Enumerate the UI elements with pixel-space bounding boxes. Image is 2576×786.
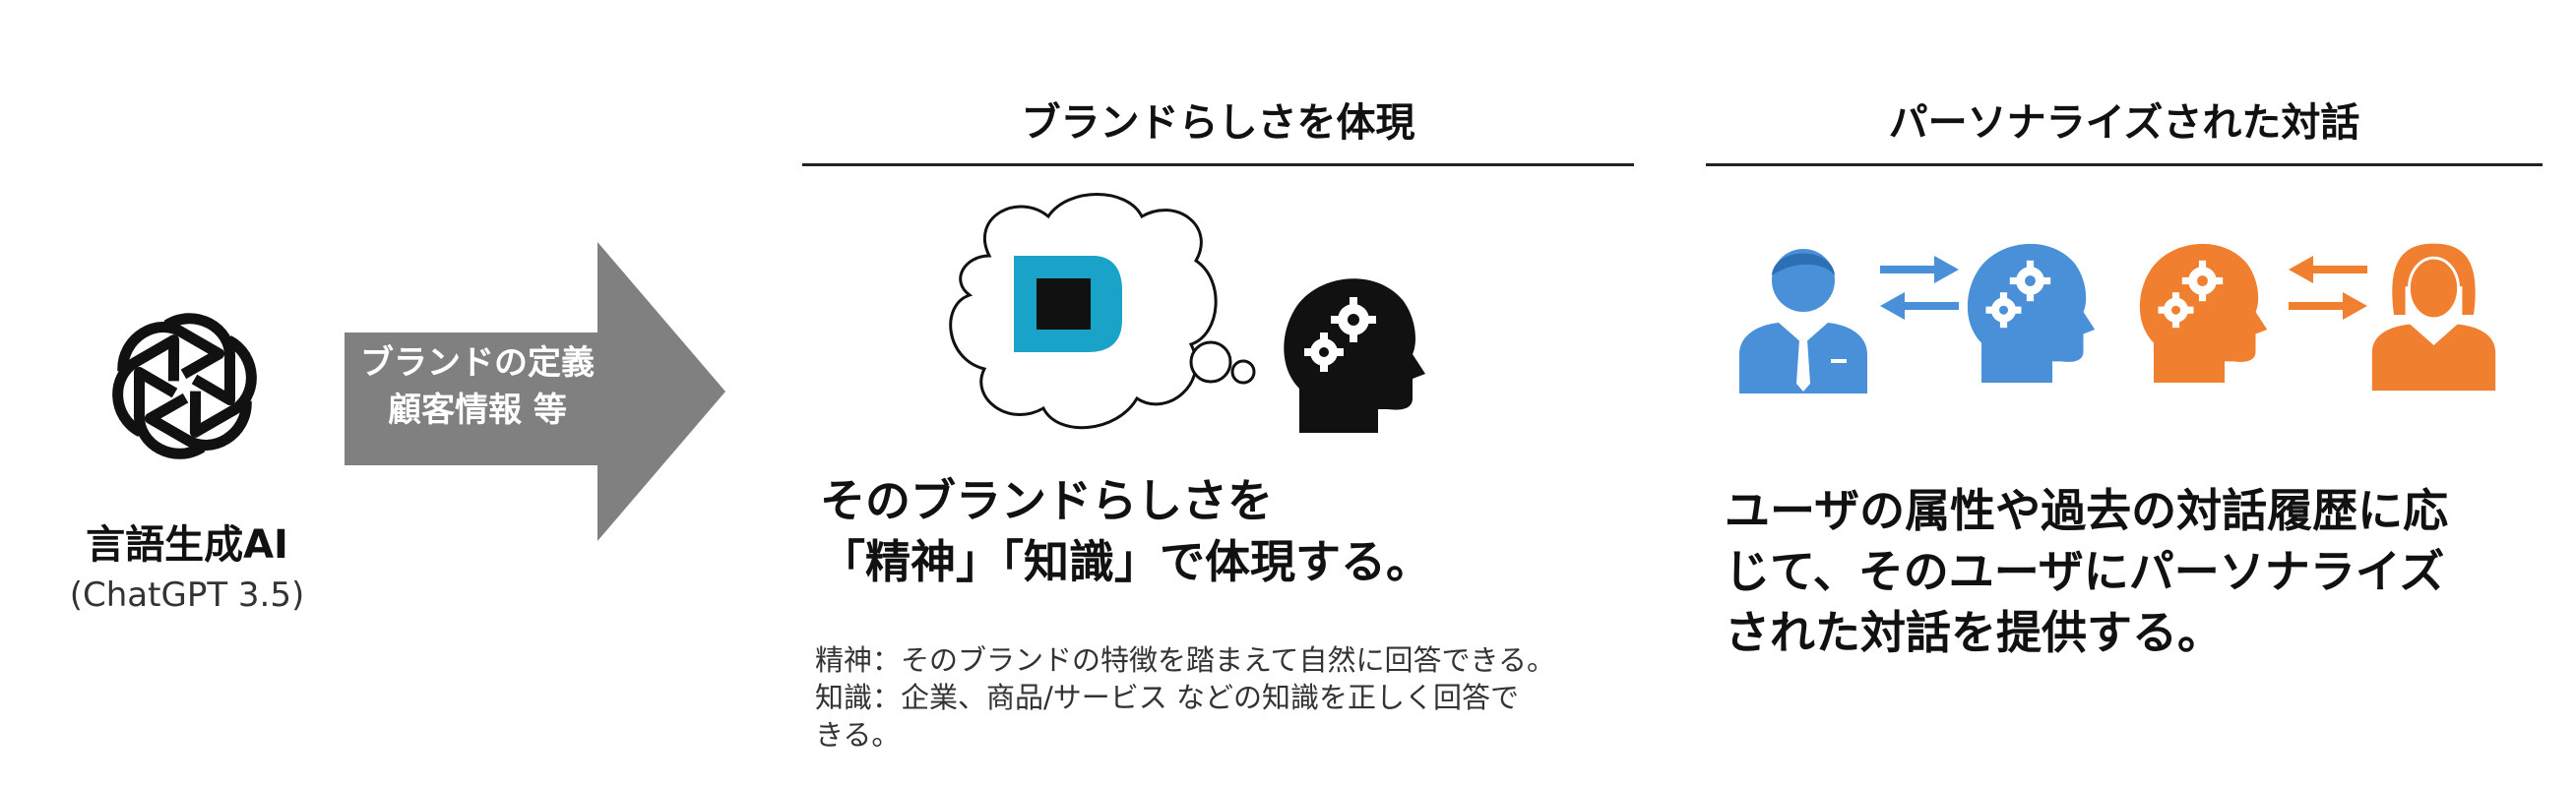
exchange-arrows-icon — [1880, 256, 1959, 320]
brand-logo-icon — [1014, 256, 1122, 352]
head-with-gears-icon — [1284, 278, 1425, 433]
brand-headline: そのブランドらしさを 「精神」「知識」で体現する。 — [820, 474, 1431, 588]
exchange-arrows-icon — [2289, 256, 2367, 320]
businessman-icon — [1739, 249, 1867, 393]
head-with-gears-icon — [2139, 243, 2268, 383]
dialog-headline: ユーザの属性や過去の対話履歴に応 じて、そのユーザにパーソナライズ された対話を… — [1725, 484, 2449, 659]
openai-logo-icon — [94, 295, 276, 477]
thought-cloud-icon — [949, 193, 1256, 430]
brand-note: 精神：そのブランドの特徴を踏まえて自然に回答できる。 知識：企業、商品/サービス… — [815, 643, 1555, 752]
head-with-gears-icon — [1967, 243, 2096, 383]
arrow-text: ブランドの定義 顧客情報 等 — [360, 343, 595, 430]
dialog-section-divider — [1706, 163, 2543, 166]
brand-section-header: ブランドらしさを体現 — [1021, 100, 1415, 146]
input-arrow — [345, 242, 725, 541]
brand-section-divider — [802, 163, 1634, 166]
llm-model: (ChatGPT 3.5) — [69, 575, 305, 615]
businesswoman-icon — [2371, 243, 2496, 392]
dialog-section-header: パーソナライズされた対話 — [1888, 100, 2360, 146]
llm-name: 言語生成AI — [86, 522, 288, 568]
